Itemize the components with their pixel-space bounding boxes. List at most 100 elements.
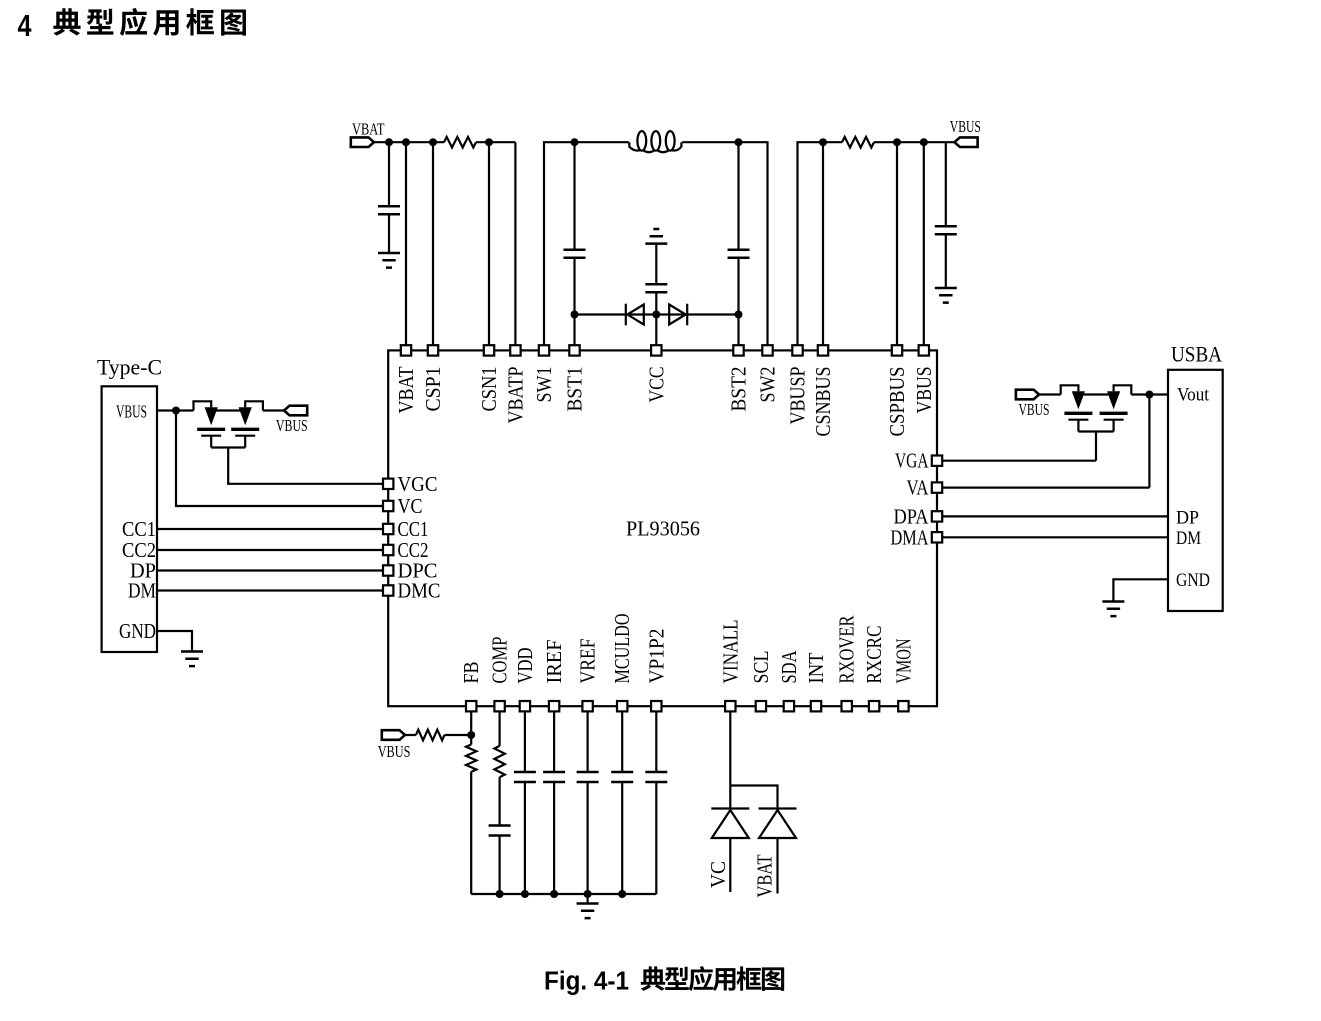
diode-icon bbox=[624, 302, 645, 327]
mosfet-gate bbox=[235, 434, 256, 448]
rail-label-vbat: VBAT bbox=[753, 854, 777, 897]
net-flag-icon bbox=[1014, 388, 1042, 401]
mosfet-gate bbox=[1068, 418, 1089, 432]
ground-icon bbox=[1102, 600, 1125, 618]
ground-icon bbox=[576, 902, 599, 920]
schematic: VBAT CSP1 CSN1 VBATP SW1 BST1 VCC BST2 S… bbox=[97, 117, 1224, 920]
junction-dot bbox=[734, 138, 743, 147]
typec-pin-label-cc2: CC2 bbox=[122, 538, 156, 562]
resistor bbox=[491, 744, 508, 779]
pin-box bbox=[381, 543, 395, 557]
ic-pin-label-mculdo: MCULDO bbox=[610, 614, 634, 684]
ic-pin-label-fb: FB bbox=[459, 662, 483, 684]
pin-box bbox=[867, 699, 881, 713]
pin-box bbox=[930, 481, 944, 494]
capacitor bbox=[378, 205, 400, 216]
pin-box bbox=[761, 344, 774, 357]
ic-pin-label-vbus: VBUS bbox=[912, 367, 936, 414]
junction-dot bbox=[402, 138, 410, 147]
typec-pin-label-dp: DP bbox=[130, 559, 156, 583]
ic-pin-label-vp1p2: VP1P2 bbox=[644, 629, 668, 684]
junction-dot bbox=[734, 310, 743, 319]
ic-pin-label-iref: IREF bbox=[542, 640, 566, 684]
ic-pin-label-scl: SCL bbox=[749, 651, 773, 684]
junction-dot bbox=[485, 138, 493, 147]
junction-dot bbox=[1145, 390, 1154, 399]
pin-box bbox=[399, 344, 413, 357]
pin-box bbox=[482, 344, 496, 357]
junction-dot bbox=[893, 138, 901, 147]
ic-pin-label-vbat: VBAT bbox=[394, 366, 418, 413]
pin-box bbox=[649, 344, 663, 357]
pin-box bbox=[754, 699, 768, 713]
ground-icon bbox=[934, 286, 957, 304]
capacitor bbox=[543, 770, 566, 784]
mosfet-body bbox=[192, 400, 213, 411]
mosfet-gate bbox=[1103, 418, 1124, 432]
ic-pin-label-vcc: VCC bbox=[644, 367, 668, 403]
junction-dot bbox=[172, 406, 180, 415]
ic-pin-label-int: INT bbox=[804, 652, 828, 683]
junction-dot bbox=[550, 890, 559, 898]
ic-pin-label-sw2: SW2 bbox=[756, 367, 780, 403]
ic-part-number: PL93056 bbox=[626, 517, 700, 541]
ic-pin-label-va: VA bbox=[907, 476, 930, 500]
ic-pin-label-vgc: VGC bbox=[398, 472, 438, 496]
resistor bbox=[414, 727, 446, 743]
pin-box bbox=[930, 454, 944, 467]
ic-pin-label-bst1: BST1 bbox=[563, 367, 587, 412]
typec-pin-label-gnd: GND bbox=[119, 619, 156, 643]
caption-label: Fig. 4-1 bbox=[544, 968, 629, 996]
pin-box bbox=[816, 344, 830, 357]
flag-label-vbus-typec: VBUS bbox=[276, 416, 308, 435]
ic-pin-label-cc2: CC2 bbox=[398, 538, 429, 562]
capacitor bbox=[563, 248, 586, 260]
resistor bbox=[463, 743, 480, 773]
inductor-loops bbox=[636, 129, 676, 152]
ic-pin-label-rxcrc: RXCRC bbox=[862, 626, 886, 684]
capacitor bbox=[727, 248, 750, 260]
typec-box bbox=[100, 385, 159, 654]
ic-pin-label-comp: COMP bbox=[488, 637, 512, 684]
flag-label-vbus-top: VBUS bbox=[950, 117, 981, 136]
ic-pin-label-vref: VREF bbox=[576, 639, 600, 684]
capacitor bbox=[576, 770, 599, 784]
pin-box bbox=[791, 344, 804, 357]
mosfet-gate bbox=[201, 434, 222, 448]
pin-box bbox=[509, 344, 522, 357]
mosfet-arrow-icon bbox=[238, 407, 252, 426]
ic-pin-label-vmon: VMON bbox=[891, 639, 915, 684]
junction-dot bbox=[495, 890, 504, 898]
pin-box bbox=[930, 530, 944, 544]
pin-box bbox=[381, 477, 395, 491]
usba-pin-label-dm: DM bbox=[1176, 528, 1201, 549]
net-flag-icon bbox=[952, 136, 979, 149]
pin-box bbox=[723, 699, 737, 713]
net-flag-icon bbox=[380, 728, 407, 742]
typec-pin-label-vbus: VBUS bbox=[116, 402, 147, 422]
junction-dot bbox=[570, 310, 579, 319]
mosfet-arrow-icon bbox=[1107, 391, 1121, 410]
ic-pin-label-csnbus: CSNBUS bbox=[811, 367, 835, 437]
figure-caption: Fig. 4-1 bbox=[544, 966, 785, 996]
typec-pin-label-dm: DM bbox=[128, 579, 156, 603]
junction-dot bbox=[618, 890, 627, 898]
section-heading: 4 bbox=[18, 8, 246, 43]
pin-box bbox=[547, 699, 561, 713]
capacitor bbox=[934, 224, 957, 236]
pin-box bbox=[809, 699, 823, 713]
pin-box bbox=[782, 699, 796, 713]
ic-pin-label-cspbus: CSPBUS bbox=[885, 367, 909, 437]
ground-icon bbox=[181, 650, 203, 668]
pin-box bbox=[890, 344, 904, 357]
ic-pin-label-dpc: DPC bbox=[398, 559, 438, 583]
ic-pin-label-vc: VC bbox=[398, 494, 423, 518]
junction-dot bbox=[919, 138, 928, 147]
pin-box bbox=[493, 699, 506, 713]
net-flag-icon bbox=[349, 136, 376, 149]
mosfet-arrow-icon bbox=[1071, 391, 1085, 410]
pin-box bbox=[732, 344, 745, 357]
diode-icon bbox=[668, 302, 689, 327]
net-flag-icon bbox=[282, 404, 309, 417]
